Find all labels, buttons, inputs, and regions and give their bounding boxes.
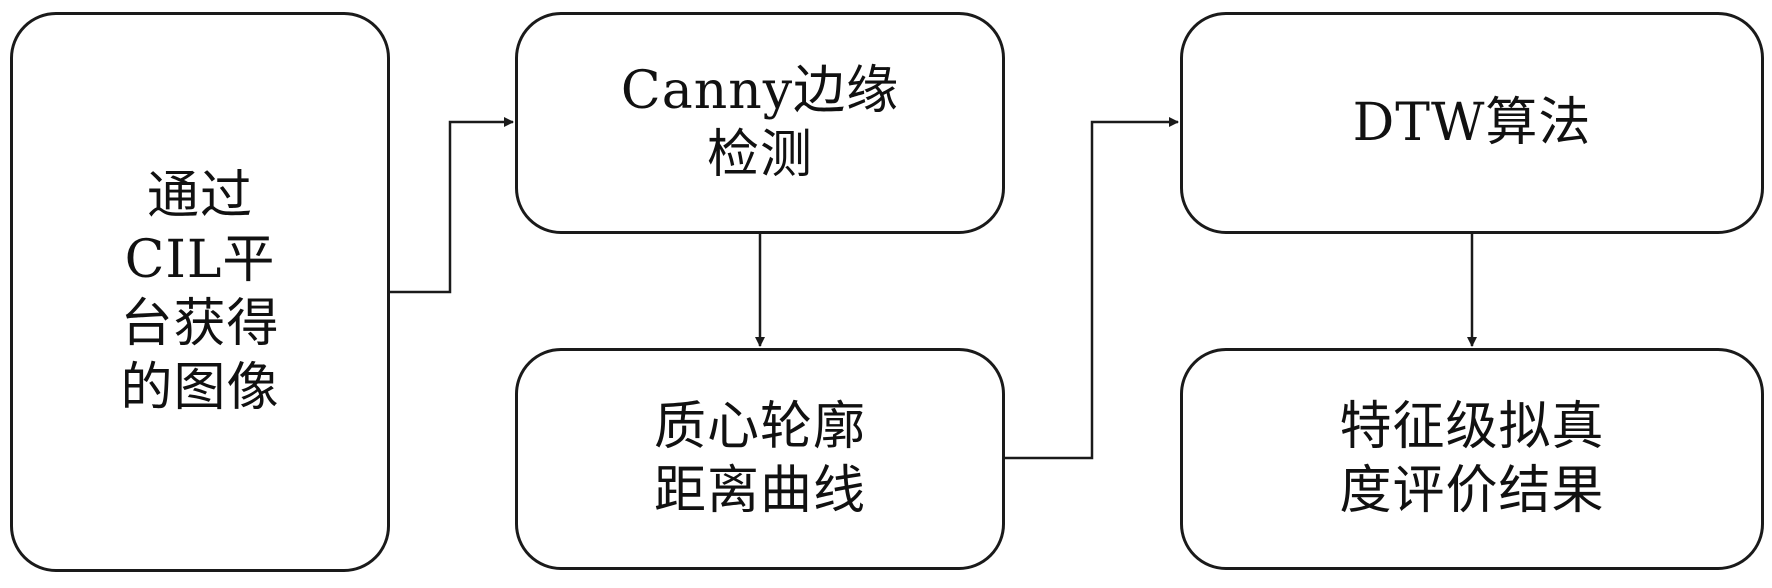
node-fidelity-result: 特征级拟真 度评价结果 — [1180, 348, 1764, 570]
node-dtw-line-1: DTW算法 — [1352, 93, 1592, 153]
node-input-image-line-4: 的图像 — [120, 358, 280, 418]
node-result-line-2: 度评价结果 — [1339, 461, 1605, 521]
node-canny-line-1: Canny边缘 — [620, 61, 900, 121]
node-result-line-1: 特征级拟真 — [1339, 397, 1605, 457]
node-curve-line-1: 质心轮廓 — [653, 397, 866, 457]
node-dtw-algorithm: DTW算法 — [1180, 12, 1764, 234]
edge-curve-to-dtw — [1005, 117, 1179, 460]
node-canny-line-2: 检测 — [706, 125, 813, 185]
node-input-image-line-1: 通过 — [146, 166, 253, 226]
edge-input-to-canny — [390, 117, 514, 294]
node-input-image-line-2: CIL平 — [124, 230, 276, 290]
node-canny-edge-detection: Canny边缘 检测 — [515, 12, 1005, 234]
node-centroid-distance-curve: 质心轮廓 距离曲线 — [515, 348, 1005, 570]
node-input-image: 通过 CIL平 台获得 的图像 — [10, 12, 390, 572]
node-curve-line-2: 距离曲线 — [653, 461, 866, 521]
node-input-image-line-3: 台获得 — [120, 294, 280, 354]
